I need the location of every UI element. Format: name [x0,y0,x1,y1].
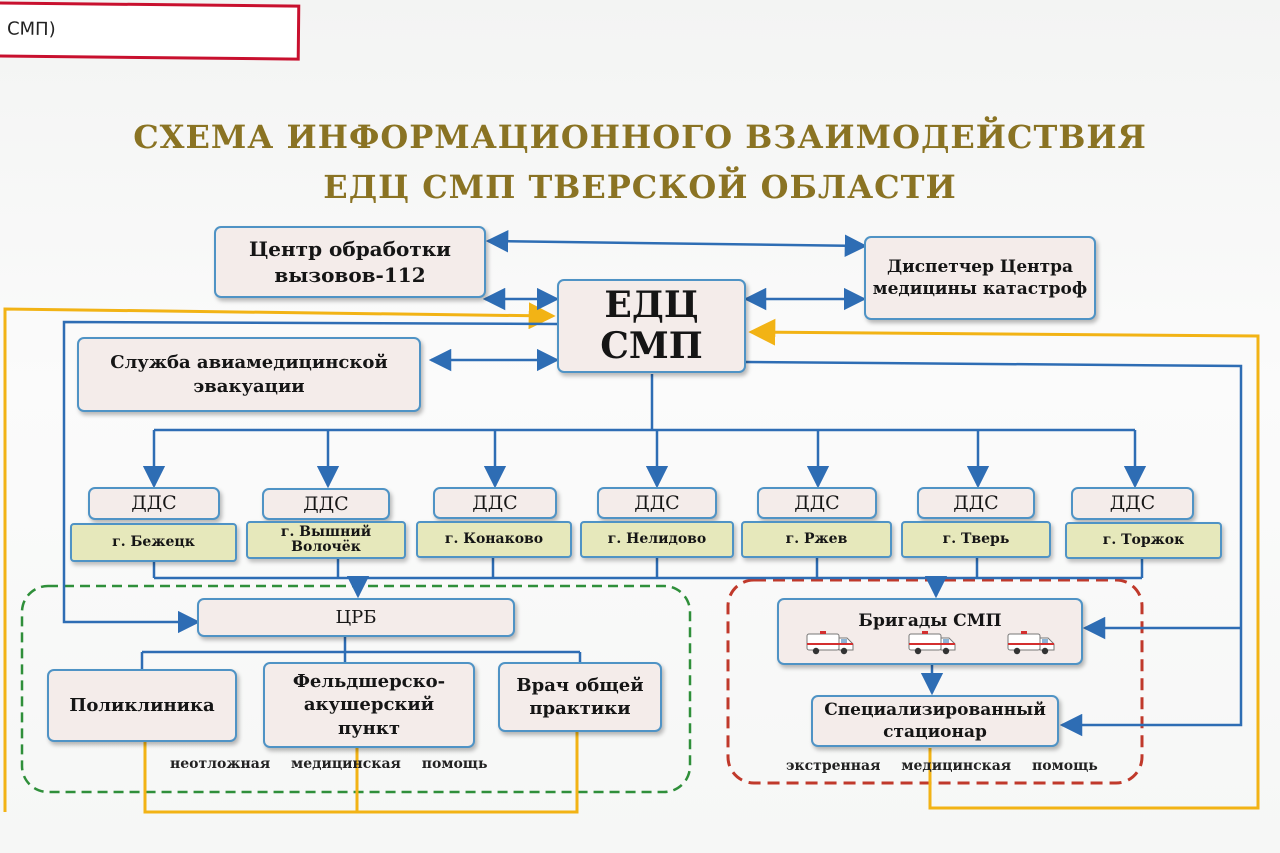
dds-box-torzhok: ДДС [1071,487,1194,520]
node-general-practitioner: Врач общей практики [498,662,662,732]
city-box-torzhok: г. Торжок [1065,522,1222,559]
dds-box-nelidovo: ДДС [597,487,717,519]
node-edc-smp: ЕДЦ СМП [557,279,746,373]
city-box-vyshny-volochek: г. Вышний Волочёк [246,521,406,559]
city-box-bezhetsk: г. Бежецк [70,523,237,562]
dds-box-rzhev: ДДС [757,487,877,519]
node-label: Бригады СМП [858,611,1002,631]
blue-lines [62,230,1243,737]
ambulance-icon [1007,631,1055,655]
diagram-title-line1: СХЕМА ИНФОРМАЦИОННОГО ВЗАИМОДЕЙСТВИЯ [133,118,1147,156]
ambulance-icon [908,631,956,655]
diagram-title-line2: ЕДЦ СМП ТВЕРСКОЙ ОБЛАСТИ [323,168,957,206]
city-box-konakovo: г. Конаково [416,521,572,558]
node-air-medical-evacuation: Служба авиамедицинской эвакуации [77,337,421,412]
emergency-care-caption: экстренная медицинская помощь [786,758,1098,774]
urgent-care-caption: неотложная медицинская помощь [170,756,488,772]
node-disaster-dispatcher: Диспетчер Центра медицины катастроф [864,236,1096,320]
node-label: ЦРБ [335,606,377,628]
node-label: Фельдшерско-акушерский пункт [292,670,446,739]
node-label: Диспетчер Центра медицины катастроф [872,256,1088,299]
node-polyclinic: Поликлиника [47,669,237,742]
node-label: Центр обработки вызовов-112 [248,237,451,287]
node-label: Специализированный стационар [824,699,1046,742]
ambulance-icon [806,631,854,655]
city-box-tver: г. Тверь [901,521,1051,558]
node-feldsher-obstetric-point: Фельдшерско-акушерский пункт [263,662,475,748]
dds-box-bezhetsk: ДДС [88,487,220,520]
node-smp-brigades: Бригады СМП [777,598,1083,665]
dds-box-vyshny-volochek: ДДС [262,488,390,520]
dds-box-konakovo: ДДС [433,487,557,519]
node-label: Служба авиамедицинской эвакуации [110,352,388,397]
node-call-center-112: Центр обработки вызовов-112 [214,226,486,298]
dds-box-tver: ДДС [917,487,1035,519]
node-specialized-hospital: Специализированный стационар [811,695,1059,747]
node-crb: ЦРБ [197,598,515,637]
city-box-nelidovo: г. Нелидово [580,521,734,558]
node-label: ЕДЦ СМП [600,283,703,367]
yellow-lines [3,302,1260,814]
node-label: Поликлиника [69,694,215,716]
node-label: Врач общей практики [516,674,644,719]
city-box-rzhev: г. Ржев [741,521,892,558]
